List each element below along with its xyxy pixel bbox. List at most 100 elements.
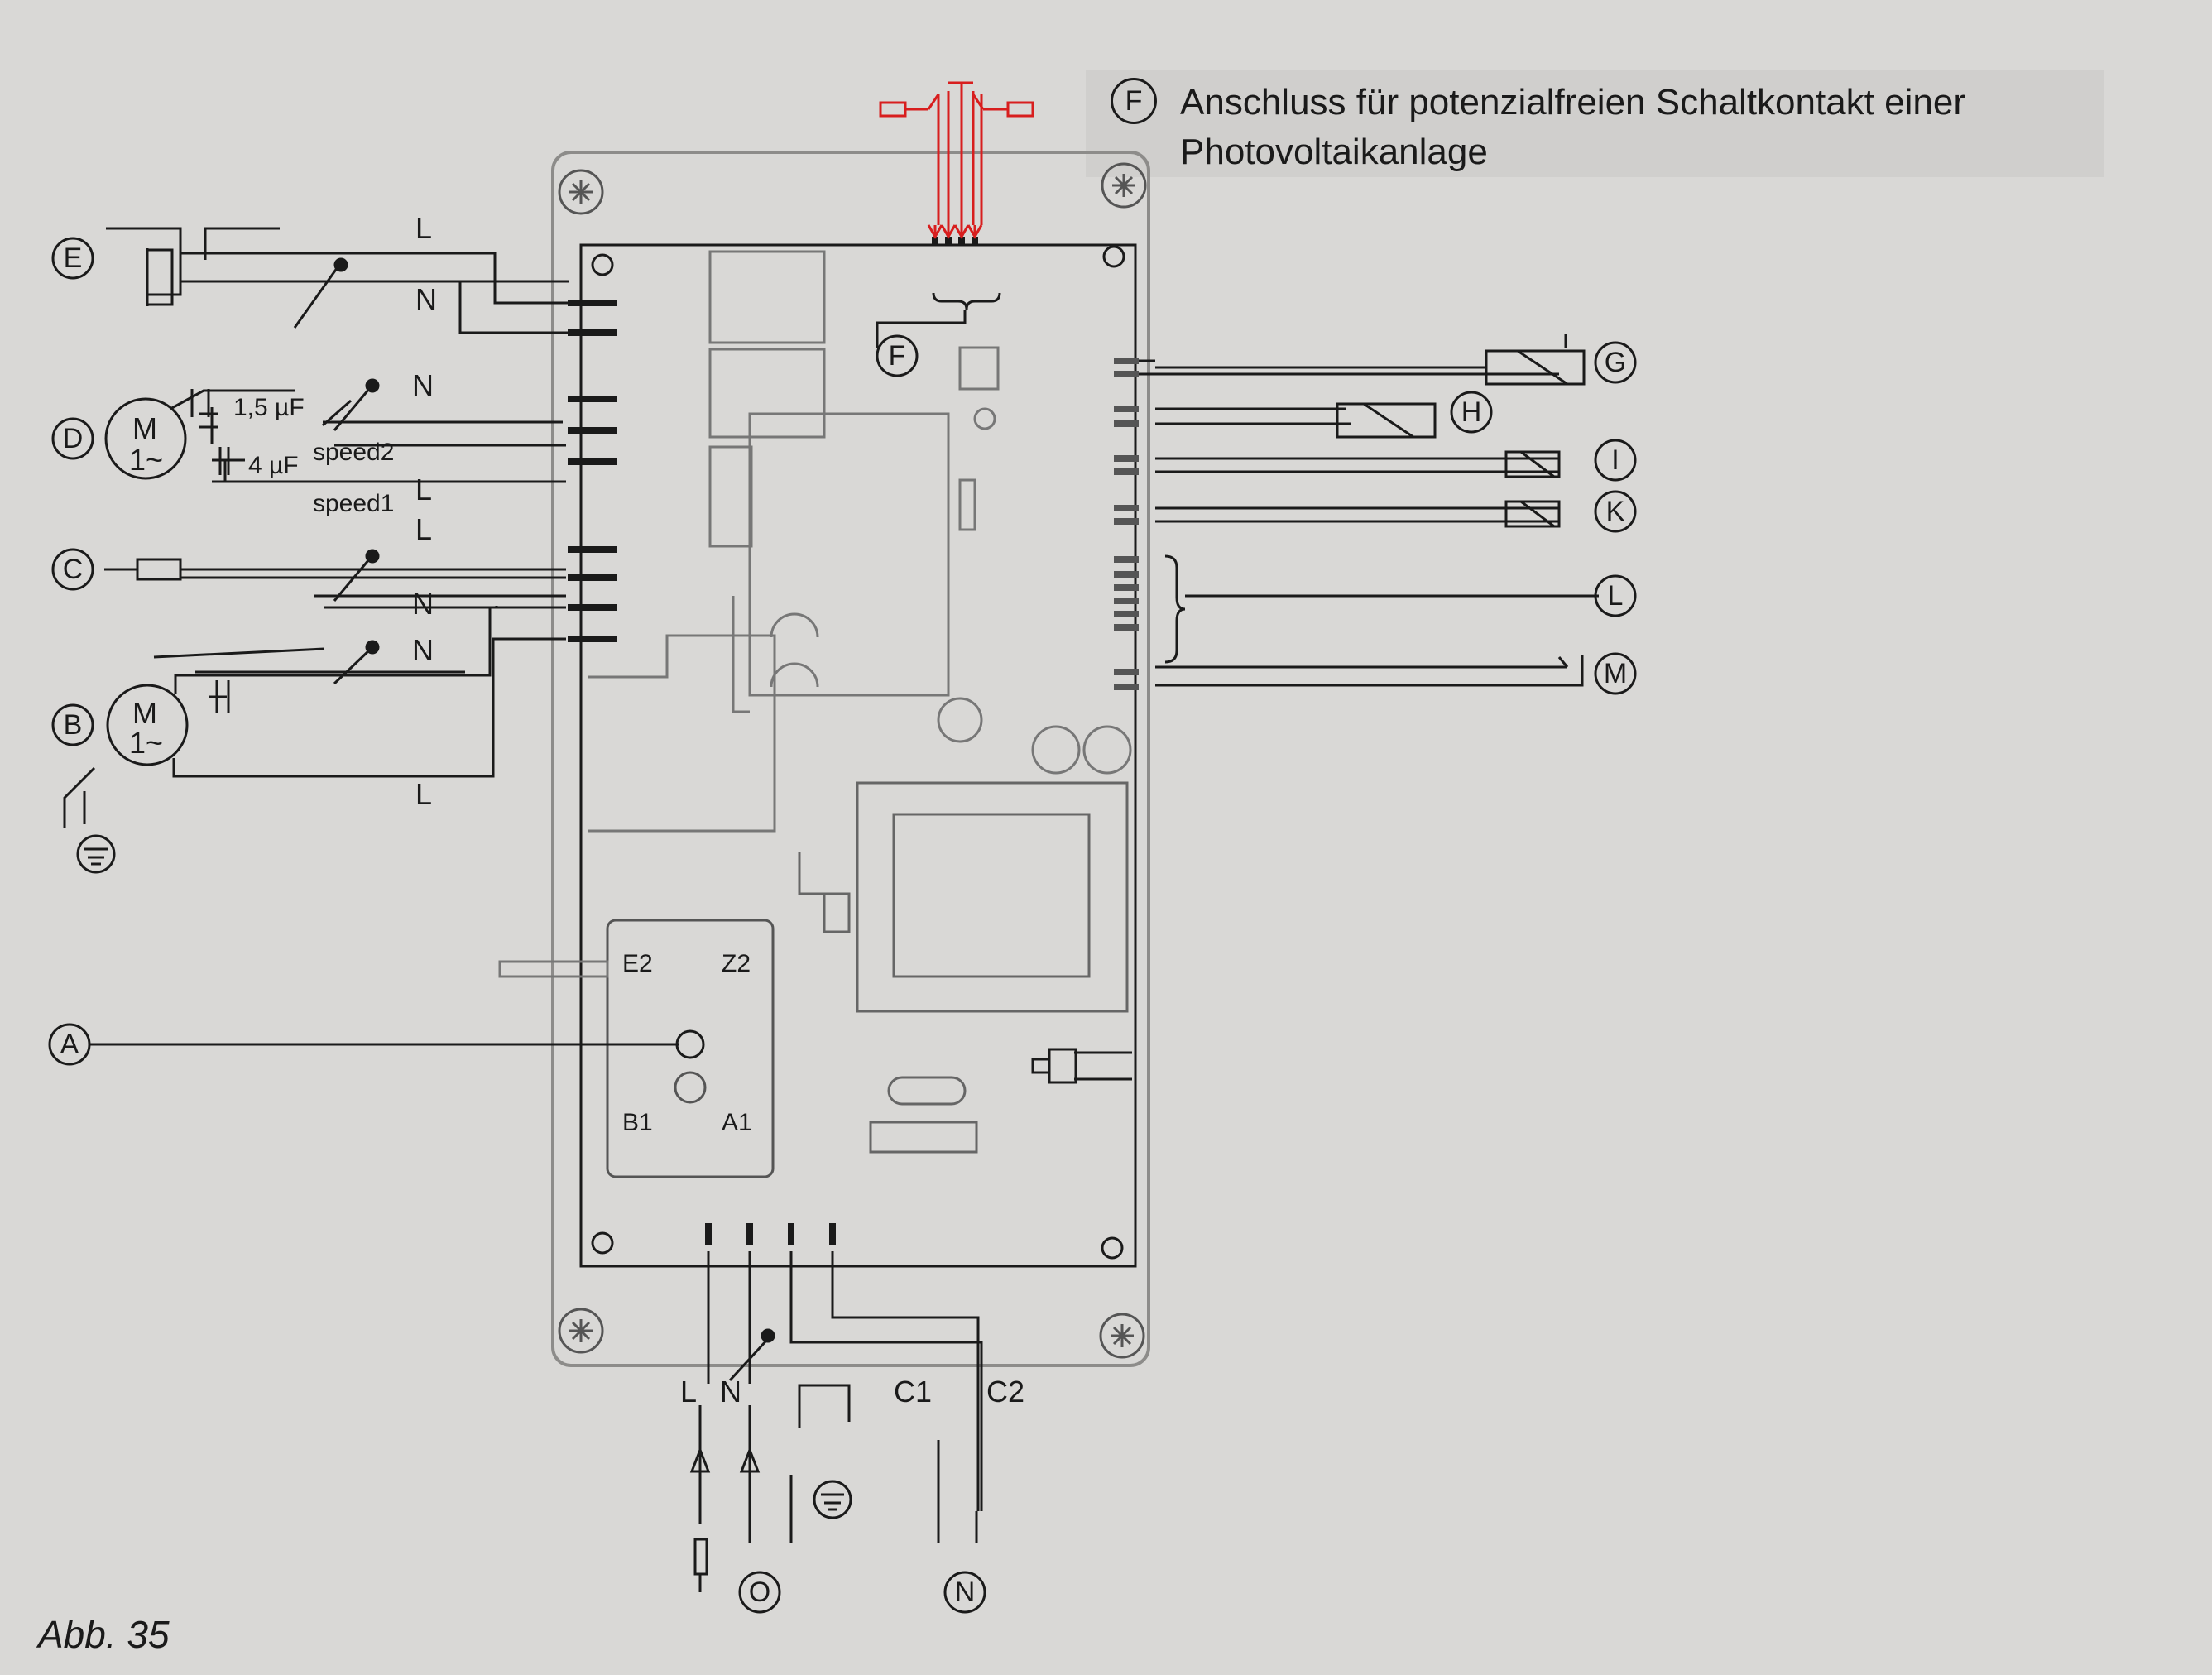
- annotation-text: Anschluss für potenzialfreien Schaltkont…: [1180, 78, 2140, 177]
- relay-label-a1: A1: [722, 1109, 752, 1136]
- marker-g-label: G: [1605, 347, 1626, 378]
- transformer-component: [856, 781, 1129, 1013]
- annotation-marker: F: [1111, 78, 1157, 124]
- buzzer-icon: [770, 612, 819, 688]
- connector-component: [958, 478, 976, 531]
- wire-label-d-n: N: [412, 368, 434, 402]
- marker-i: [1594, 439, 1637, 482]
- pressure-tube: [498, 960, 609, 978]
- fuse-component: [887, 1076, 967, 1106]
- capacitor-component: [1031, 725, 1081, 775]
- relay-label-e2: E2: [622, 950, 653, 977]
- relay-component: [708, 445, 753, 548]
- wire-label-d-l: L: [415, 473, 432, 506]
- motor-b-label-top: M: [132, 696, 157, 730]
- speed2-label: speed2: [313, 439, 394, 466]
- label-pad: [869, 1121, 978, 1154]
- marker-d: [51, 417, 94, 460]
- marker-e-label: E: [64, 242, 83, 274]
- screw-icon: [1101, 162, 1147, 209]
- motor-b-icon: [106, 684, 189, 766]
- capacitor-component: [937, 697, 983, 743]
- marker-b-label: B: [64, 709, 83, 741]
- figure-caption: Abb. 35: [38, 1613, 170, 1656]
- motor-d-label-top: M: [132, 411, 157, 445]
- wire-label-c-l: L: [415, 512, 432, 546]
- annotation-line-2: Photovoltaikanlage: [1180, 132, 1488, 172]
- annotation-line-1: Anschluss für potenzialfreien Schaltkont…: [1180, 82, 1965, 122]
- pcb-trace-area: [588, 634, 776, 833]
- marker-f-label: F: [889, 340, 906, 372]
- marker-l: [1594, 574, 1637, 617]
- bottom-label-c2: C2: [986, 1375, 1024, 1409]
- pv-contact-highlight: [879, 81, 1034, 240]
- marker-k-label: K: [1606, 496, 1625, 527]
- bottom-label-l: L: [680, 1375, 697, 1409]
- speed1-label: speed1: [313, 490, 394, 517]
- annotation-box: [1086, 70, 2104, 177]
- wire-label-e-n: N: [415, 282, 437, 316]
- right-terminal-block: [1114, 358, 1139, 690]
- marker-k: [1594, 490, 1637, 533]
- relay-component: [708, 250, 826, 344]
- marker-h: [1450, 391, 1493, 434]
- relay-label-z2: Z2: [722, 950, 751, 977]
- bottom-label-n: N: [720, 1375, 741, 1409]
- earth-icon: [813, 1480, 852, 1519]
- marker-c: [51, 548, 94, 591]
- marker-i-label: I: [1611, 444, 1619, 476]
- mount-hole-icon: [591, 1231, 614, 1255]
- mount-hole-icon: [591, 253, 614, 276]
- marker-c-label: C: [63, 554, 84, 585]
- marker-n-label: N: [955, 1577, 976, 1608]
- pcb-board: [579, 243, 1137, 1268]
- push-button-component: [958, 346, 1000, 391]
- marker-f: [876, 334, 919, 377]
- led-icon: [973, 407, 996, 430]
- fuse-icon: [693, 1538, 708, 1576]
- left-terminal-block: [568, 300, 617, 642]
- pressure-switch: [606, 919, 775, 1178]
- marker-d-label: D: [63, 423, 84, 454]
- wire-label-b-l: L: [415, 777, 432, 811]
- cap-d2-label: 4 µF: [248, 452, 299, 479]
- marker-a-label: A: [60, 1029, 79, 1060]
- transformer-core: [892, 813, 1091, 978]
- motor-b-label-bottom: 1~: [129, 726, 163, 760]
- connector-component: [1031, 1048, 1132, 1084]
- screw-icon: [558, 169, 604, 215]
- screw-icon: [1099, 1313, 1145, 1359]
- fuse-holder-component: [798, 852, 851, 933]
- motor-d-icon: [104, 397, 187, 480]
- marker-g: [1594, 341, 1637, 384]
- capacitor-component: [1082, 725, 1132, 775]
- marker-o: [738, 1571, 781, 1614]
- enclosure-outline: [551, 151, 1150, 1367]
- wire-label-c-n: N: [412, 587, 434, 621]
- pressure-port-icon: [675, 1029, 705, 1059]
- marker-m: [1594, 652, 1637, 695]
- mount-hole-icon: [1102, 245, 1125, 268]
- marker-a: [48, 1023, 91, 1066]
- bottom-label-c1: C1: [894, 1375, 932, 1409]
- wire-label-b-n: N: [412, 633, 434, 667]
- motor-d-label-bottom: 1~: [129, 443, 163, 477]
- marker-o-label: O: [749, 1577, 770, 1608]
- marker-m-label: M: [1604, 658, 1627, 689]
- relay-component: [708, 348, 826, 439]
- marker-h-label: H: [1461, 396, 1482, 428]
- pressure-port-icon: [674, 1071, 707, 1104]
- controller-module: [732, 412, 950, 713]
- marker-n: [943, 1571, 986, 1614]
- cap-d1-label: 1,5 µF: [233, 394, 305, 421]
- marker-l-label: L: [1608, 580, 1624, 612]
- mount-hole-icon: [1101, 1236, 1124, 1260]
- marker-e: [51, 237, 94, 280]
- wire-label-e-l: L: [415, 211, 432, 245]
- earth-icon: [76, 834, 116, 874]
- relay-label-b1: B1: [622, 1109, 653, 1136]
- marker-b: [51, 703, 94, 746]
- screw-icon: [558, 1308, 604, 1354]
